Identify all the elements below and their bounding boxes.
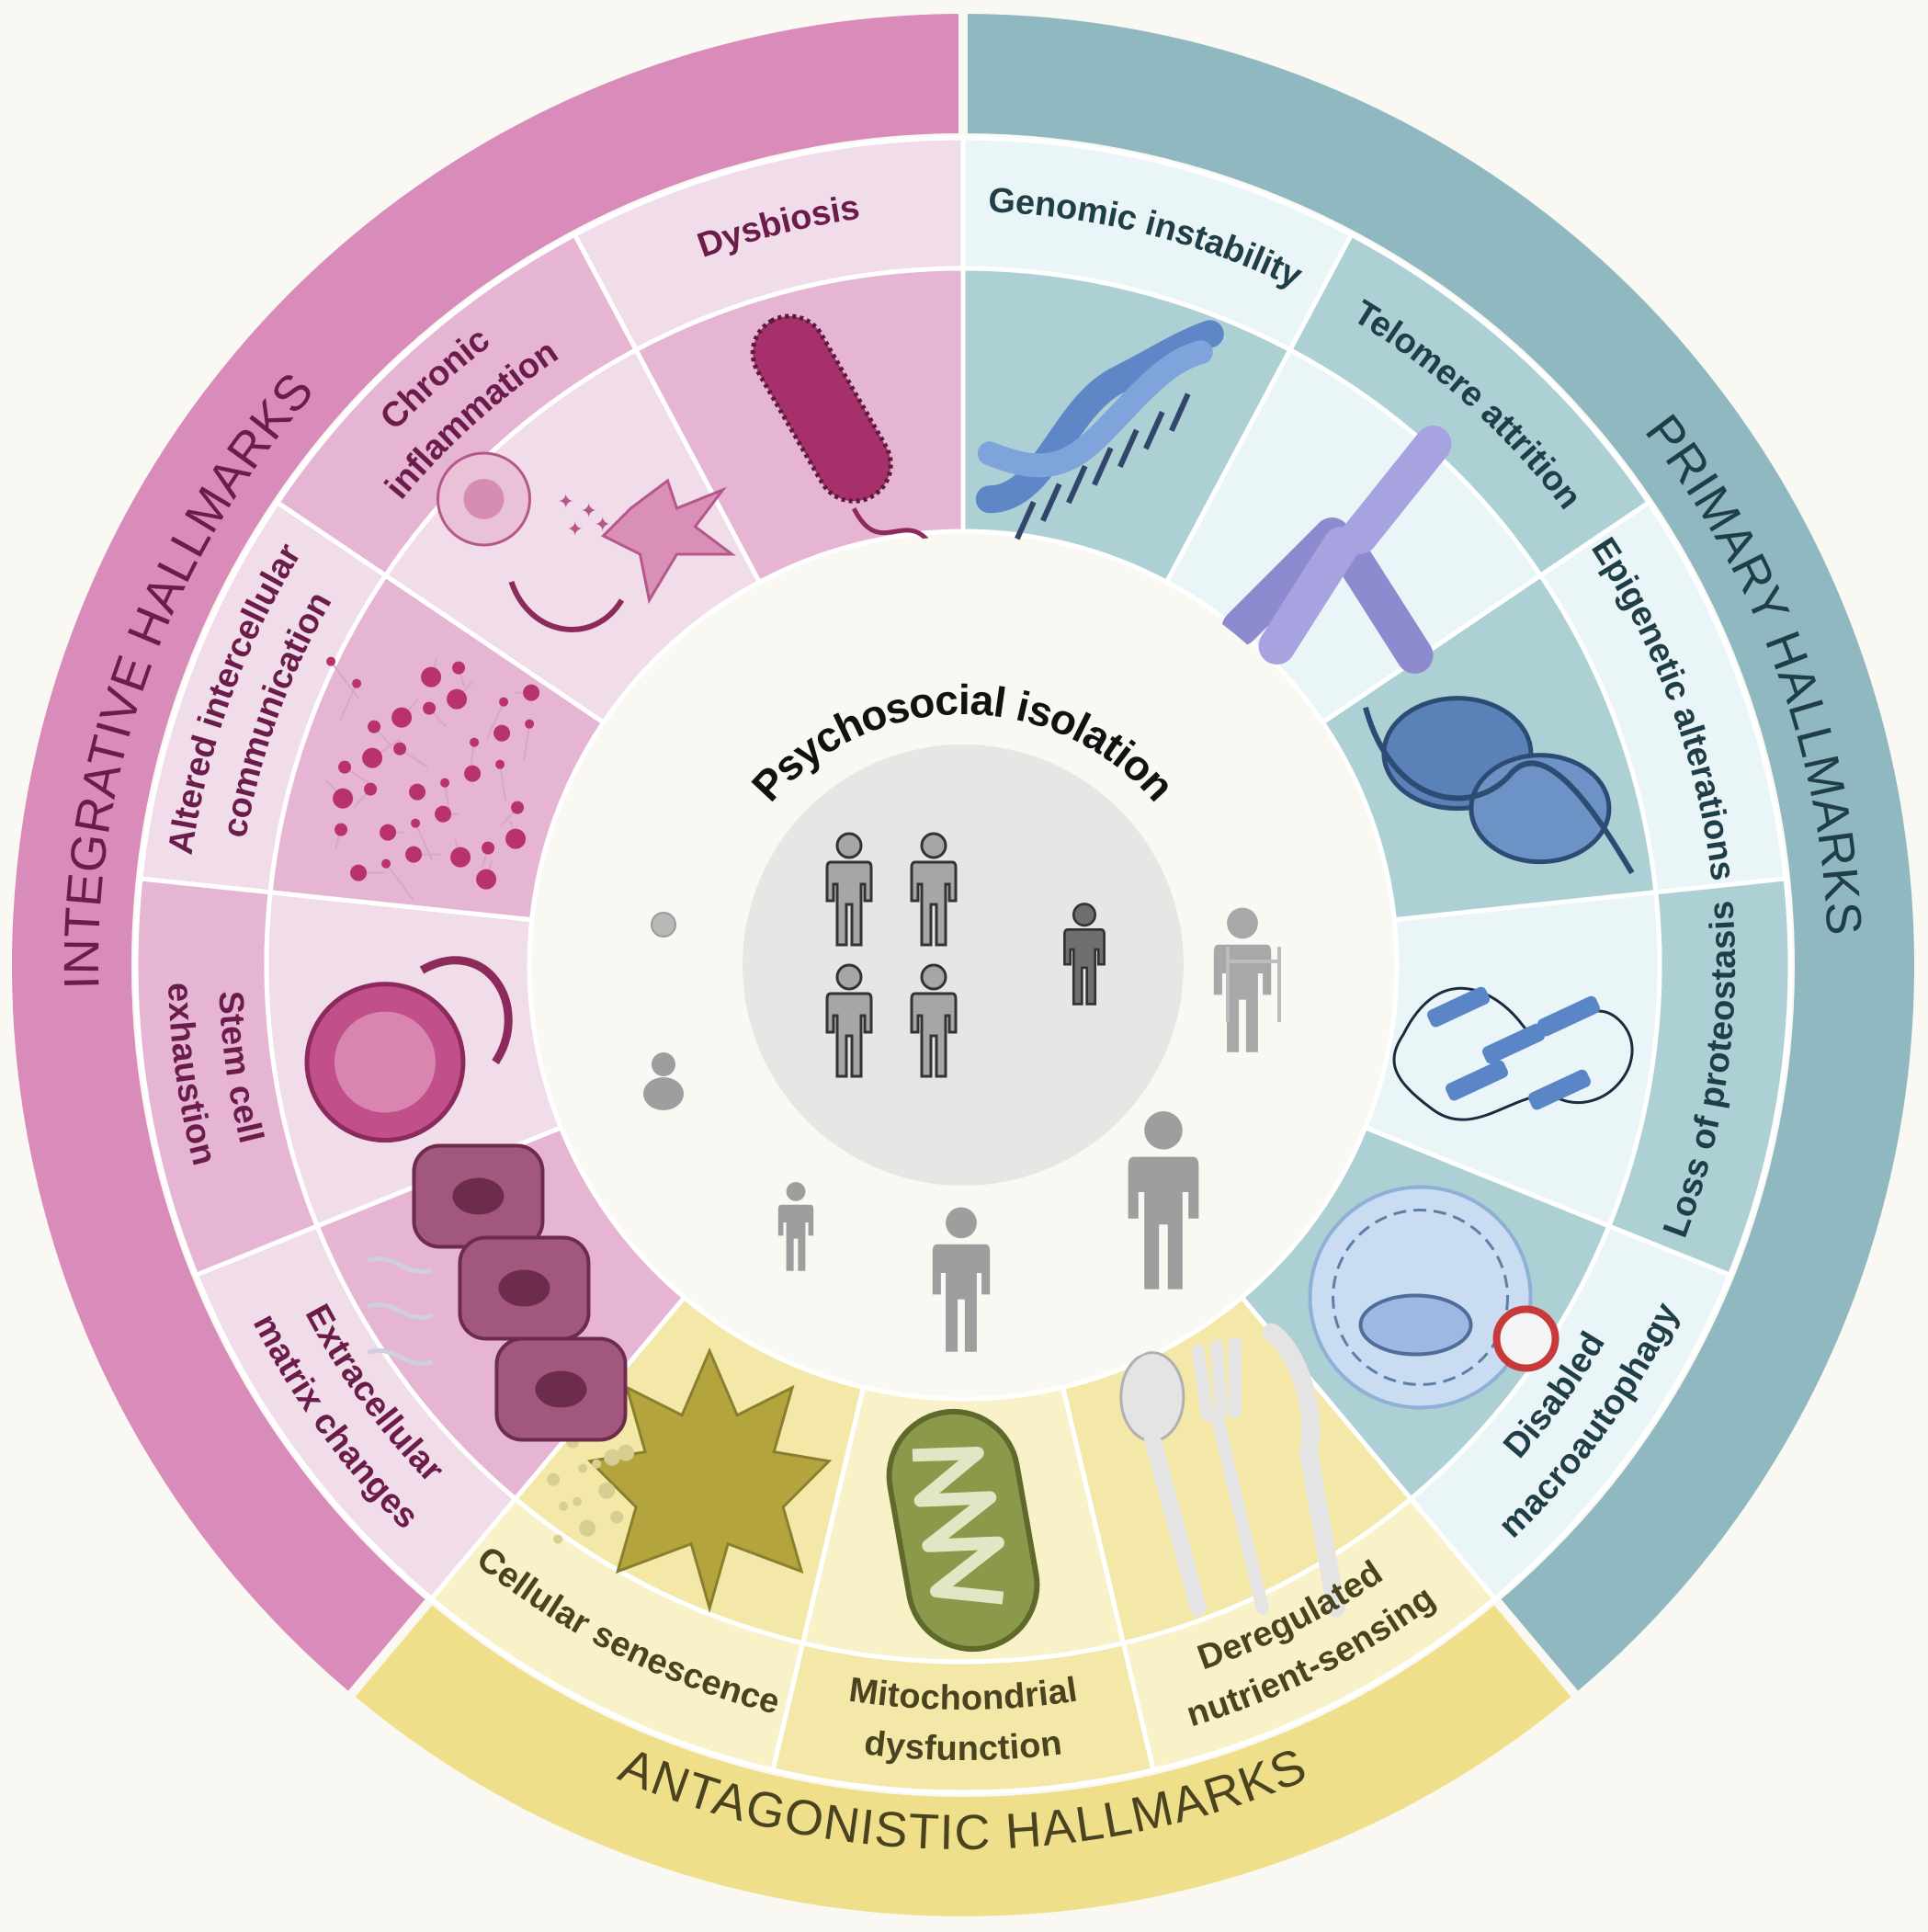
- person-figure: [910, 963, 958, 1078]
- protein-icon: [1392, 986, 1634, 1121]
- child-figure: [777, 1182, 814, 1271]
- cutlery-icon: [1119, 1323, 1345, 1618]
- person-figure: [825, 832, 873, 947]
- person-figure: [825, 963, 873, 1078]
- hallmark-label: dysfunction: [862, 1723, 1063, 1768]
- chromosome-icon: [1221, 425, 1452, 674]
- svg-text:✦: ✦: [580, 500, 596, 523]
- inflammation-icon: ✦✦✦✦: [436, 451, 736, 632]
- hallmark-icons: ✦✦✦✦: [304, 313, 1635, 1653]
- adult-figure: [932, 1207, 991, 1352]
- svg-text:✦: ✦: [594, 514, 610, 537]
- baby-head: [652, 1052, 675, 1076]
- mitochondrion-icon: [886, 1408, 1040, 1653]
- svg-text:✦: ✦: [557, 491, 573, 514]
- svg-text:✦: ✦: [566, 518, 583, 541]
- power-icon: [1492, 1305, 1559, 1372]
- person-figure: [910, 832, 958, 947]
- center-disc: [743, 744, 1184, 1186]
- walker-icon: [1226, 947, 1281, 1022]
- network-icon: [325, 656, 540, 902]
- nucleosome-icon: [1363, 696, 1635, 875]
- adult-figure: [1128, 1111, 1199, 1290]
- people-figures: [643, 832, 1281, 1352]
- embryo-figure: [651, 912, 676, 938]
- autophagosome-icon: [1308, 1185, 1559, 1410]
- cells-icon: [367, 1143, 628, 1442]
- isolated-person-figure: [1063, 903, 1106, 1006]
- stem-cell-icon: [304, 956, 513, 1143]
- baby-figure: [643, 1077, 684, 1110]
- dna-icon: [975, 320, 1224, 540]
